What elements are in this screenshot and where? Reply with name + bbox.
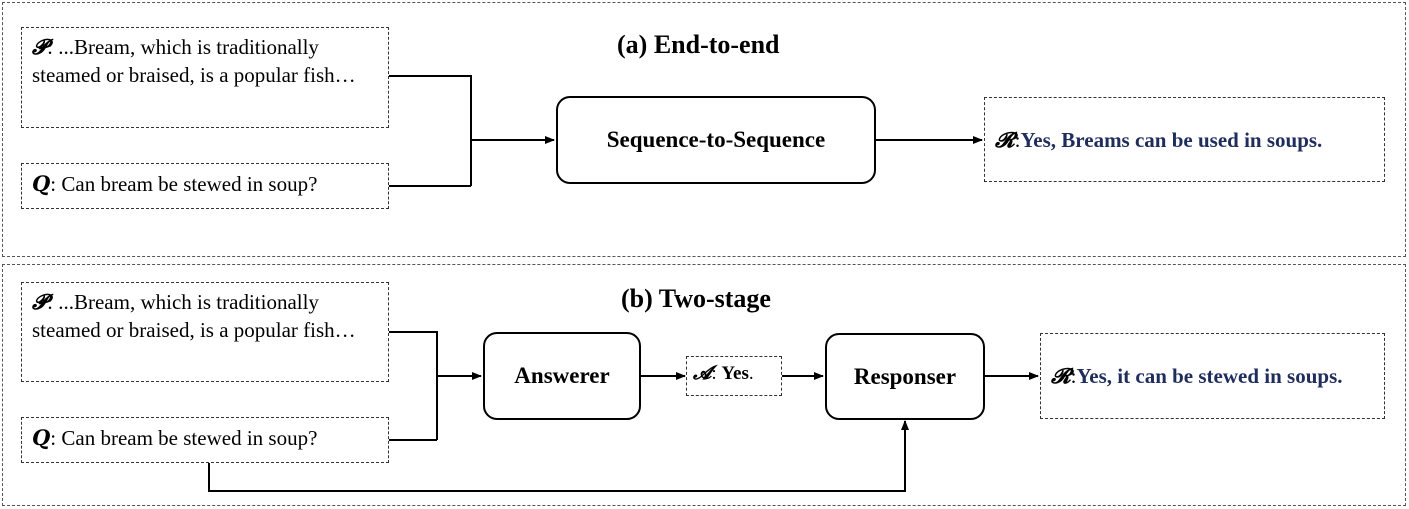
response-separator: : (1014, 127, 1021, 152)
question-text: : Can bream be stewed in soup? (50, 426, 318, 450)
response-box-b: 𝓡: Yes, it can be stewed in soups. (1040, 333, 1385, 419)
passage-to-merge-line-a (389, 75, 472, 186)
question-symbol: 𝑸 (32, 426, 51, 450)
passage-to-merge-line-b (389, 331, 438, 440)
passage-box-a: 𝓟: ...Bream, which is traditionally stea… (21, 27, 389, 128)
panel-two-stage (2, 264, 1406, 506)
answer-end: . (748, 363, 754, 384)
question-symbol: 𝑸 (32, 172, 51, 196)
response-box-a: 𝓡: Yes, Breams can be used in soups. (984, 97, 1385, 182)
answer-symbol: 𝓐 (693, 363, 712, 384)
question-box-a: 𝑸: Can bream be stewed in soup? (21, 163, 389, 209)
answer-separator: : (711, 363, 722, 384)
response-symbol: 𝓡 (995, 127, 1015, 152)
passage-text: : ...Bream, which is traditionally steam… (32, 35, 356, 87)
seq2seq-model-box: Sequence-to-Sequence (556, 96, 876, 184)
responser-box: Responser (825, 333, 985, 420)
panel-a-title: (a) End-to-end (617, 30, 780, 59)
passage-symbol: 𝓟 (32, 35, 48, 59)
passage-box-b: 𝓟: ...Bream, which is traditionally stea… (21, 282, 389, 382)
question-box-b: 𝑸: Can bream be stewed in soup? (21, 417, 389, 463)
passage-text: : ...Bream, which is traditionally steam… (32, 290, 356, 342)
answer-text: Yes (721, 363, 749, 384)
answerer-box: Answerer (483, 332, 641, 420)
response-text: Yes, it can be stewed in soups. (1076, 364, 1343, 388)
passage-symbol: 𝓟 (32, 290, 48, 314)
question-text: : Can bream be stewed in soup? (50, 172, 318, 196)
answer-box: 𝓐: Yes. (686, 356, 782, 396)
question-to-responser-arrow (208, 420, 909, 492)
response-separator: : (1070, 364, 1077, 388)
response-symbol: 𝓡 (1051, 364, 1071, 388)
response-text: Yes, Breams can be used in soups. (1020, 127, 1323, 152)
panel-end-to-end (2, 2, 1406, 257)
panel-b-title: (b) Two-stage (621, 284, 771, 313)
